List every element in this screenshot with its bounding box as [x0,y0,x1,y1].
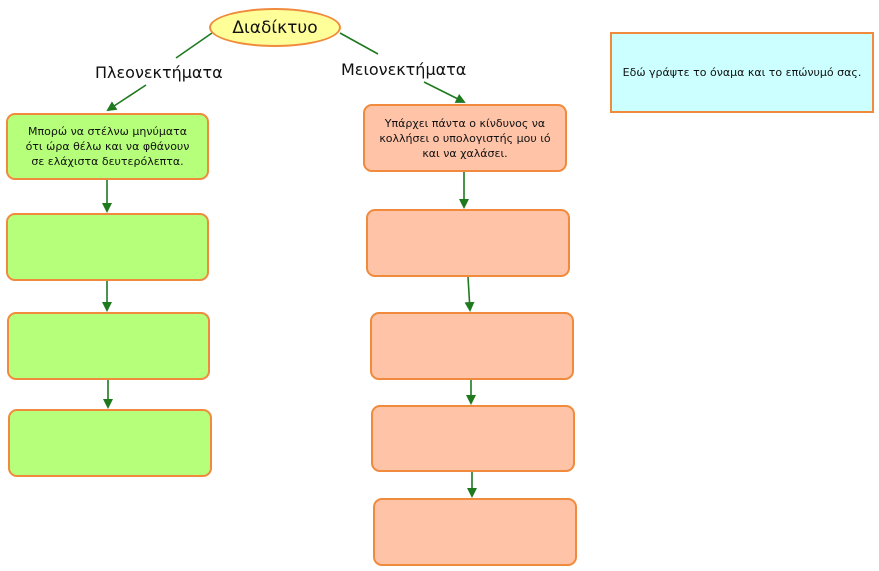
pros-node-2[interactable] [6,213,209,281]
connector-root-pros [175,32,213,59]
connector-root-cons [339,32,379,55]
root-node-label: Διαδίκτυο [232,17,318,38]
cons-node-1-text: Υπάρχει πάντα ο κίνδυνος να κολλήσει ο υ… [379,116,551,160]
pros-branch-label: Πλεονεκτήματα [95,63,223,82]
pros-node-1[interactable]: Μπορώ να στέλνω μηνύματα ότι ώρα θέλω κα… [6,113,209,180]
name-note-box[interactable]: Εδώ γράψτε το όναμα και το επώνυμό σας. [610,32,874,113]
arrow-cons-2-3 [464,276,475,312]
cons-node-2[interactable] [366,209,570,277]
pros-node-4[interactable] [8,409,212,477]
cons-branch-label: Μειονεκτήματα [341,60,467,79]
cons-node-5[interactable] [373,498,577,566]
cons-node-3[interactable] [370,312,574,380]
arrow-pros-label-node1 [106,84,147,112]
root-node[interactable]: Διαδίκτυο [209,8,341,47]
arrow-cons-label-node1 [423,81,466,103]
pros-node-3[interactable] [7,312,210,380]
cons-node-4[interactable] [371,405,575,472]
name-note-text: Εδώ γράψτε το όναμα και το επώνυμό σας. [622,66,862,79]
cons-node-1[interactable]: Υπάρχει πάντα ο κίνδυνος να κολλήσει ο υ… [363,104,567,172]
pros-node-1-text: Μπορώ να στέλνω μηνύματα ότι ώρα θέλω κα… [25,125,190,168]
